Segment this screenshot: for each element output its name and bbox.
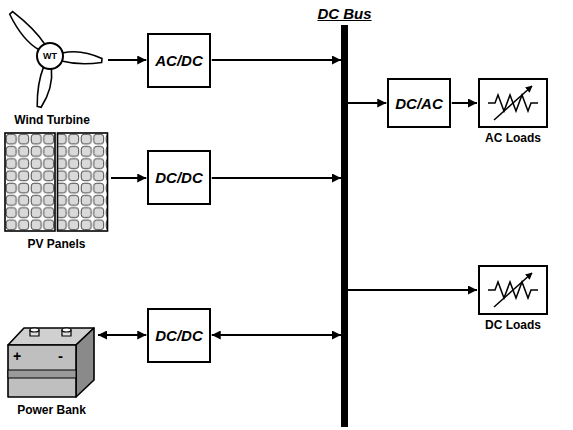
power-flow-arrow (212, 59, 341, 61)
dc-load-symbol (488, 273, 538, 307)
power-flow-arrow (348, 289, 477, 291)
node-label: Power Bank (17, 403, 86, 417)
ac-load-symbol (488, 86, 538, 120)
node-label: DC Loads (485, 318, 541, 332)
wind-turbine-drawing (6, 9, 102, 108)
power-flow-arrow (111, 177, 146, 179)
node-label: PV Panels (27, 237, 85, 251)
converter-label: DC/AC (395, 95, 443, 112)
load-box: AC Loads (478, 78, 548, 128)
converter-label: AC/DC (155, 52, 203, 69)
wind-turbine: WTWind Turbine (0, 10, 104, 110)
converter-box: AC/DC (147, 33, 211, 88)
power-flow-arrow (212, 334, 341, 336)
power-flow-arrow (108, 59, 146, 61)
pv-panels: PV Panels (5, 133, 108, 231)
pv-panels-drawing (5, 133, 108, 231)
converter-label: DC/DC (155, 327, 203, 344)
node-label: WT (43, 51, 57, 61)
converter-box: DC/DC (147, 308, 211, 363)
converter-box: DC/DC (147, 150, 211, 205)
terminal-sign: + (13, 348, 21, 364)
power-flow-arrow (212, 177, 341, 179)
battery-drawing (8, 328, 94, 397)
converter-box: DC/AC (387, 78, 451, 128)
dc-bus-bar: DC Bus (341, 25, 348, 427)
power-flow-arrow (348, 102, 386, 104)
node-label: DC Bus (317, 5, 371, 22)
node-label: AC Loads (485, 131, 541, 145)
terminal-sign: - (58, 347, 63, 364)
load-box: DC Loads (478, 265, 548, 315)
power-flow-arrow (98, 334, 146, 336)
power-flow-arrow (452, 102, 477, 104)
converter-label: DC/DC (155, 169, 203, 186)
node-label: Wind Turbine (14, 113, 90, 127)
